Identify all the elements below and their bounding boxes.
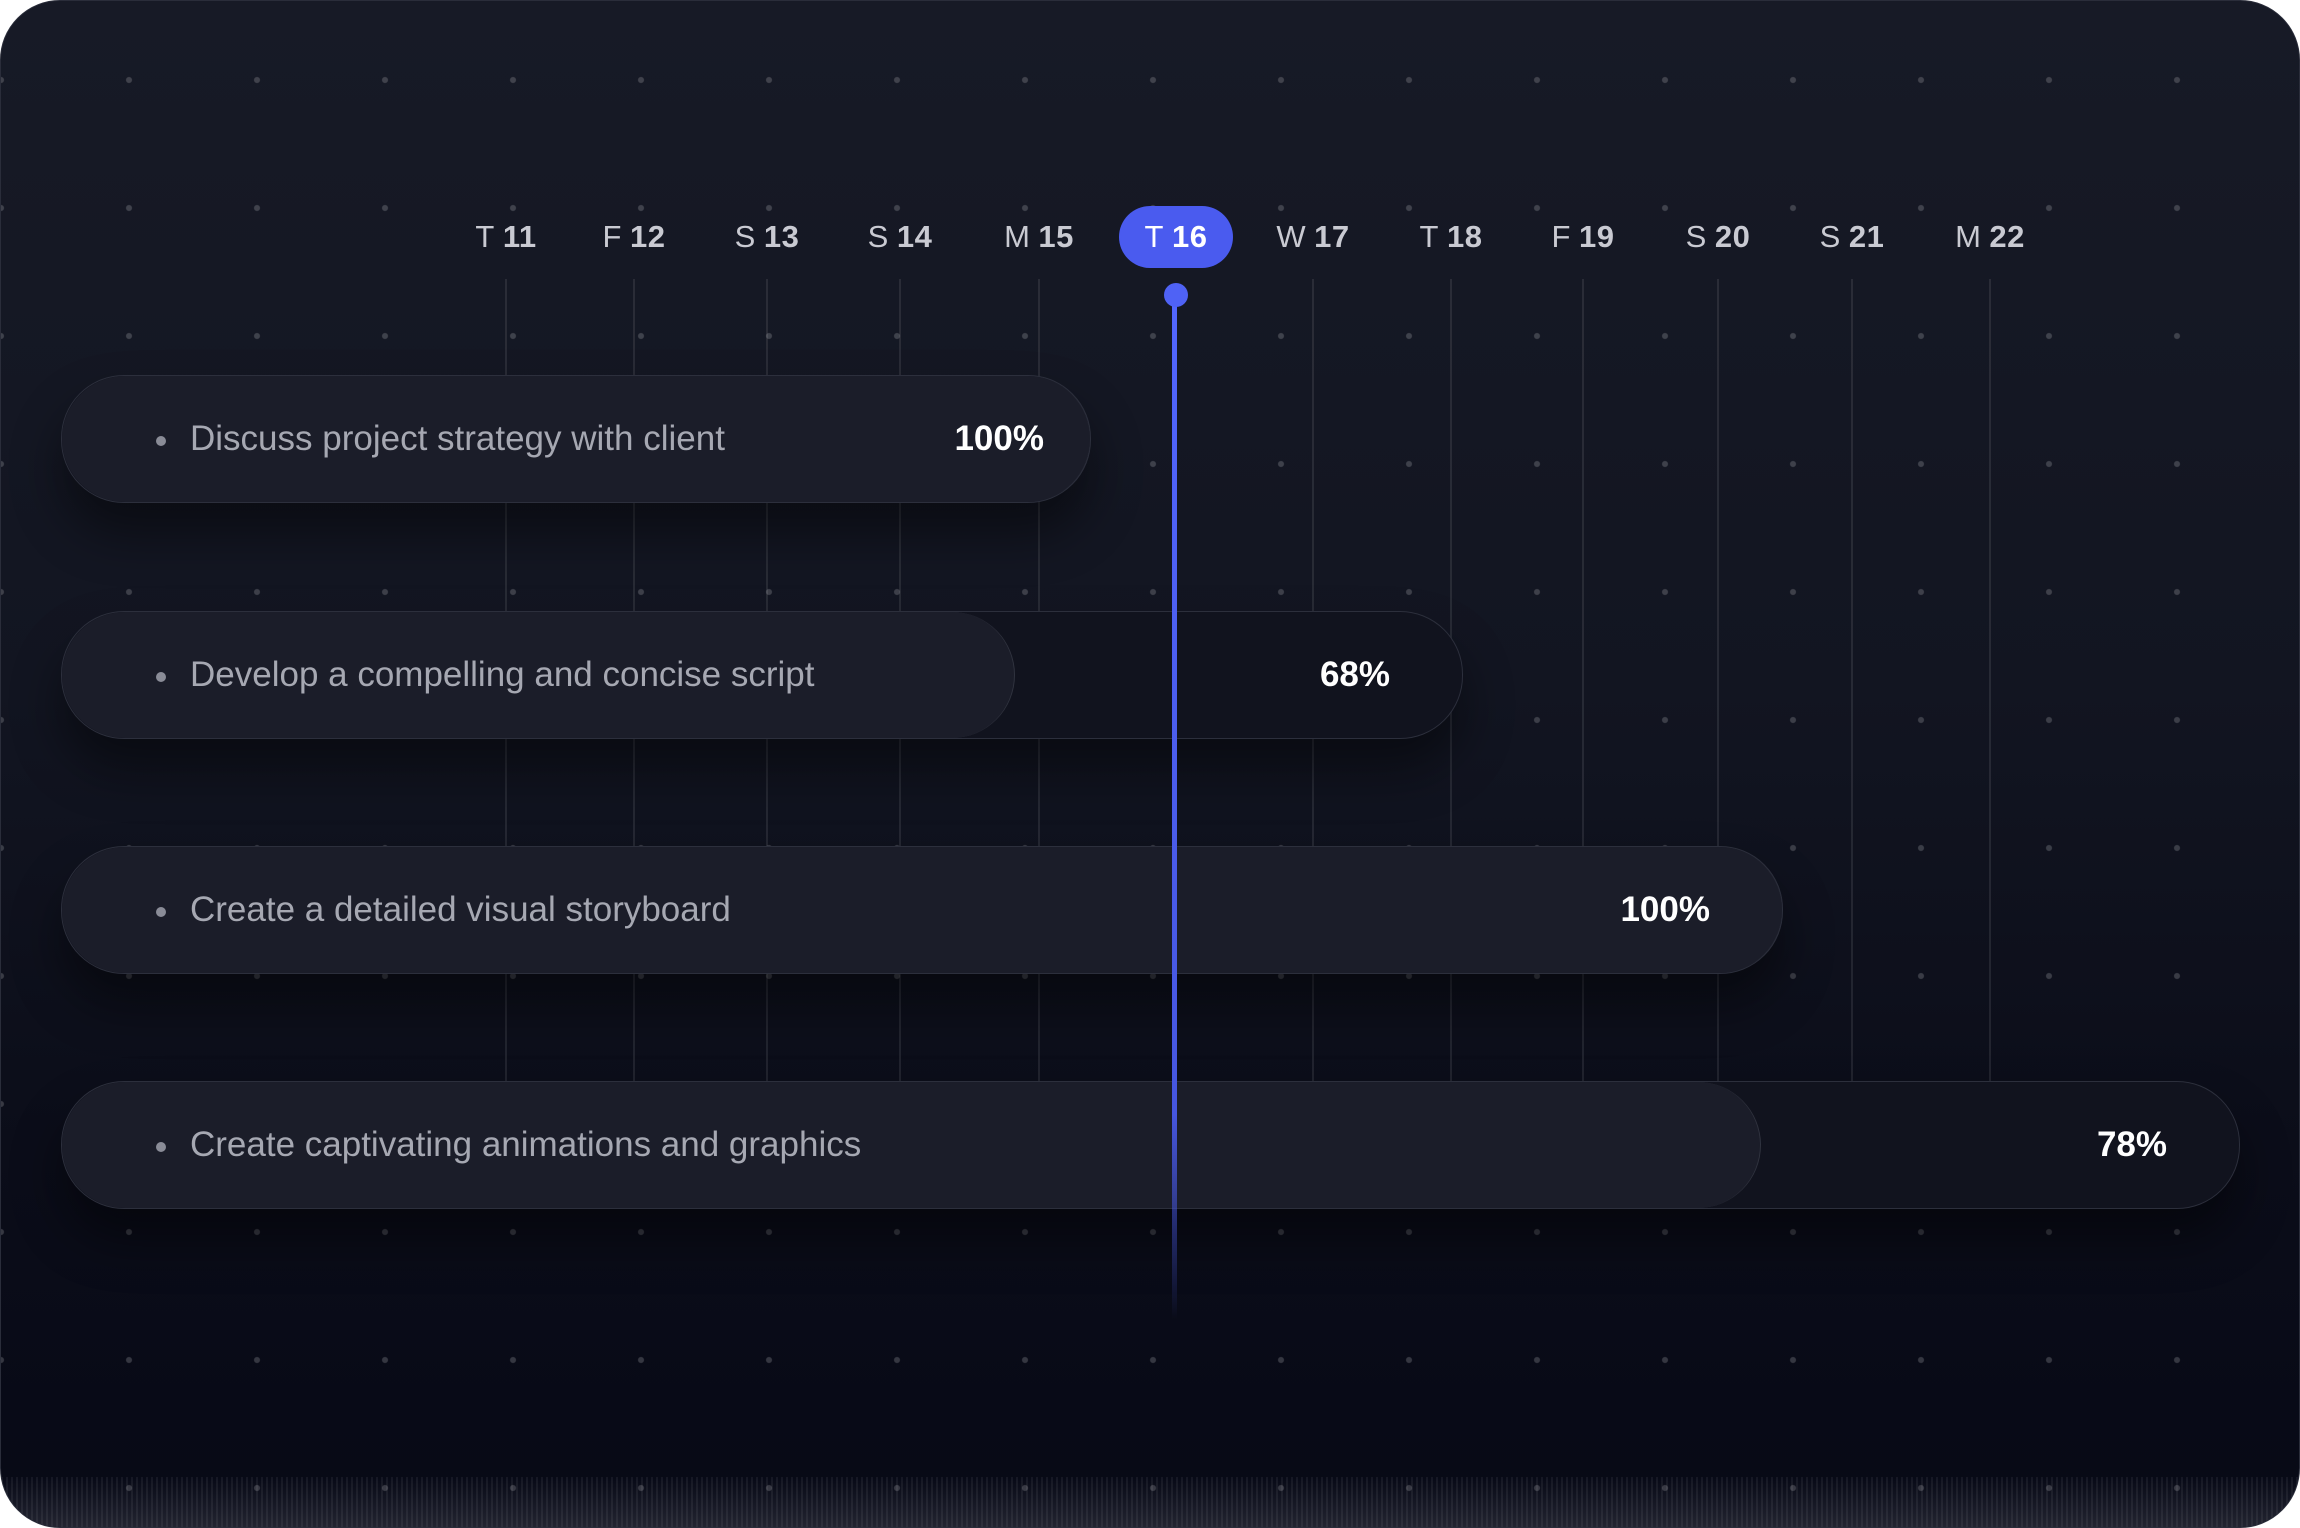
day-number: 14 bbox=[896, 219, 933, 254]
task-percent: 100% bbox=[1620, 890, 1710, 929]
task-progress-fill bbox=[62, 376, 1090, 502]
day-of-week: T bbox=[1419, 219, 1439, 254]
task-progress-fill bbox=[62, 1082, 1762, 1208]
day-number: 18 bbox=[1446, 219, 1483, 254]
day-of-week: S bbox=[1819, 219, 1841, 254]
day-of-week: T bbox=[475, 219, 495, 254]
day-of-week: S bbox=[734, 219, 756, 254]
day-number: 11 bbox=[502, 219, 537, 254]
task-progress-fill bbox=[62, 847, 1782, 973]
day-of-week: F bbox=[602, 219, 622, 254]
task-bar[interactable]: Create captivating animations and graphi… bbox=[61, 1081, 2240, 1209]
task-bar[interactable]: Create a detailed visual storyboard 100% bbox=[61, 846, 1783, 974]
today-marker-handle[interactable] bbox=[1164, 283, 1188, 307]
task-bar[interactable]: Develop a compelling and concise script … bbox=[61, 611, 1463, 739]
task-percent: 68% bbox=[1319, 655, 1390, 694]
day-number: 20 bbox=[1714, 219, 1751, 254]
task-bar[interactable]: Discuss project strategy with client 100… bbox=[61, 375, 1091, 503]
day-of-week: M bbox=[1955, 219, 1982, 254]
day-number: 21 bbox=[1848, 219, 1885, 254]
task-percent: 78% bbox=[2096, 1125, 2167, 1164]
day-number: 19 bbox=[1578, 219, 1615, 254]
day-number: 16 bbox=[1171, 219, 1208, 254]
day-of-week: W bbox=[1276, 219, 1307, 254]
bullet-icon bbox=[156, 907, 166, 917]
day-number: 17 bbox=[1314, 219, 1350, 254]
task-label: Discuss project strategy with client bbox=[190, 419, 725, 458]
task-percent: 100% bbox=[954, 419, 1044, 458]
day-gridline bbox=[1582, 279, 1584, 1081]
day-of-week: S bbox=[1685, 219, 1707, 254]
day-of-week: M bbox=[1004, 219, 1031, 254]
bullet-icon bbox=[156, 436, 166, 446]
task-progress-fill bbox=[62, 612, 1015, 738]
noise-band bbox=[1, 1477, 2299, 1527]
day-number: 15 bbox=[1038, 219, 1074, 254]
bullet-icon bbox=[156, 672, 166, 682]
task-label: Create a detailed visual storyboard bbox=[190, 890, 731, 929]
day-gridline bbox=[1989, 279, 1991, 1081]
day-number: 12 bbox=[629, 219, 666, 254]
day-of-week: F bbox=[1551, 219, 1571, 254]
day-number: 13 bbox=[763, 219, 800, 254]
day-of-week: T bbox=[1144, 219, 1164, 254]
day-gridline bbox=[1717, 279, 1719, 1081]
task-label: Create captivating animations and graphi… bbox=[190, 1125, 862, 1164]
day-of-week: S bbox=[867, 219, 889, 254]
bullet-icon bbox=[156, 1142, 166, 1152]
day-gridline bbox=[1851, 279, 1853, 1081]
day-number: 22 bbox=[1989, 219, 2025, 254]
task-label: Develop a compelling and concise script bbox=[190, 655, 815, 694]
today-marker-line bbox=[1172, 295, 1177, 1319]
